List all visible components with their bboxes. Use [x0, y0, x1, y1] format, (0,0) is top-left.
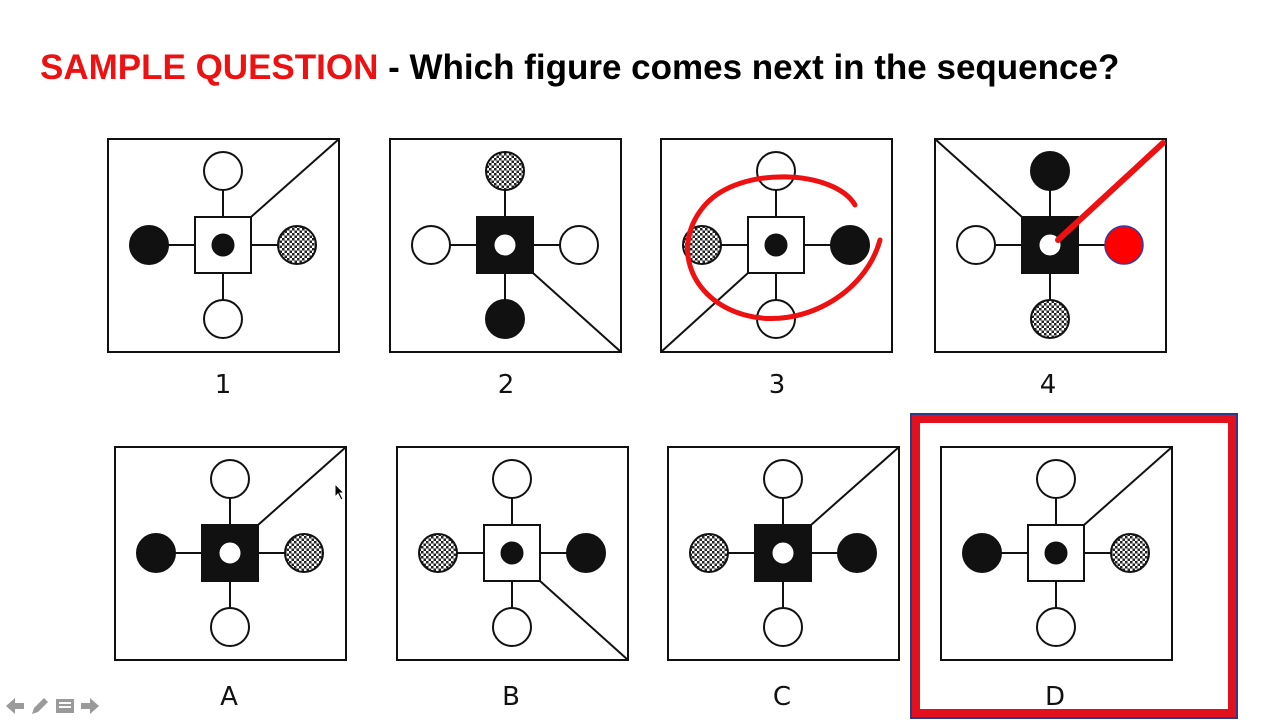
sequence-figure-1	[107, 138, 340, 353]
figure-circle-right	[566, 533, 606, 573]
figure-center-square	[201, 524, 259, 582]
figure-diagonal	[810, 446, 900, 526]
figure-circle-top	[492, 459, 532, 499]
mouse-cursor-icon	[334, 483, 346, 501]
figure-circle-left	[136, 533, 176, 573]
figure-drawing	[667, 446, 900, 661]
option-figure-a[interactable]	[114, 446, 347, 661]
figure-label-4: 4	[1039, 370, 1057, 400]
figure-label-3: 3	[768, 370, 786, 400]
option-label-b: B	[502, 682, 520, 712]
figure-circle-bottom	[203, 299, 243, 339]
figure-diagonal	[660, 272, 749, 353]
figure-drawing	[107, 138, 340, 353]
figure-center-dot	[771, 541, 795, 565]
figure-circle-left	[956, 225, 996, 265]
title-question: - Which figure comes next in the sequenc…	[378, 48, 1120, 87]
figure-circle-left	[129, 225, 169, 265]
selected-answer-box	[910, 413, 1238, 719]
option-figure-b[interactable]	[396, 446, 629, 661]
option-label-a: A	[220, 682, 238, 712]
figure-center-dot	[493, 233, 517, 257]
figure-drawing	[114, 446, 347, 661]
figure-diagonal	[257, 446, 347, 526]
figure-center-dot	[1044, 541, 1068, 565]
figure-diagonal	[1083, 446, 1173, 526]
figure-circle-bottom	[1036, 607, 1076, 647]
figure-circle-top	[203, 151, 243, 191]
figure-drawing	[934, 138, 1167, 353]
figure-circle-top	[485, 151, 525, 191]
figure-circle-right	[1104, 225, 1144, 265]
figure-circle-right	[830, 225, 870, 265]
figure-label-1: 1	[214, 370, 232, 400]
figure-circle-right	[559, 225, 599, 265]
figure-circle-bottom	[210, 607, 250, 647]
figure-diagonal	[250, 138, 340, 218]
figure-circle-top	[1030, 151, 1070, 191]
figure-diagonal	[539, 580, 629, 661]
annotation-line	[1055, 140, 1166, 243]
option-label-c: C	[772, 682, 792, 712]
sequence-figure-4	[934, 138, 1167, 353]
figure-center-dot	[764, 233, 788, 257]
figure-circle-right	[277, 225, 317, 265]
figure-circle-bottom	[1030, 299, 1070, 339]
figure-drawing	[389, 138, 622, 353]
annotation-ellipse	[685, 174, 883, 321]
figure-circle-top	[1036, 459, 1076, 499]
figure-circle-left	[682, 225, 722, 265]
figure-circle-bottom	[492, 607, 532, 647]
title-highlight: SAMPLE QUESTION	[40, 48, 379, 87]
figure-diagonal	[532, 272, 622, 353]
figure-circle-bottom	[763, 607, 803, 647]
figure-circle-left	[418, 533, 458, 573]
figure-circle-top	[763, 459, 803, 499]
figure-circle-top	[210, 459, 250, 499]
option-label-d: D	[1044, 682, 1066, 712]
figure-center-square	[747, 216, 805, 274]
figure-center-dot	[218, 541, 242, 565]
figure-circle-right	[837, 533, 877, 573]
arrow-left-icon[interactable]	[4, 696, 26, 716]
figure-circle-bottom	[485, 299, 525, 339]
figure-drawing	[396, 446, 629, 661]
figure-circle-left	[411, 225, 451, 265]
page-title: SAMPLE QUESTION - Which figure comes nex…	[40, 44, 1119, 92]
figure-drawing	[940, 446, 1173, 661]
figure-circle-top	[756, 151, 796, 191]
figure-diagonal	[934, 138, 1023, 218]
option-figure-d[interactable]	[940, 446, 1173, 661]
pen-icon[interactable]	[29, 696, 51, 716]
figure-center-dot	[500, 541, 524, 565]
arrow-right-icon[interactable]	[79, 696, 101, 716]
figure-circle-right	[1110, 533, 1150, 573]
option-figure-c[interactable]	[667, 446, 900, 661]
slide-toolbar	[4, 694, 101, 718]
sequence-figure-2	[389, 138, 622, 353]
figure-circle-right	[284, 533, 324, 573]
figure-label-2: 2	[497, 370, 515, 400]
menu-icon[interactable]	[54, 696, 76, 716]
figure-circle-left	[689, 533, 729, 573]
figure-center-dot	[211, 233, 235, 257]
figure-circle-left	[962, 533, 1002, 573]
